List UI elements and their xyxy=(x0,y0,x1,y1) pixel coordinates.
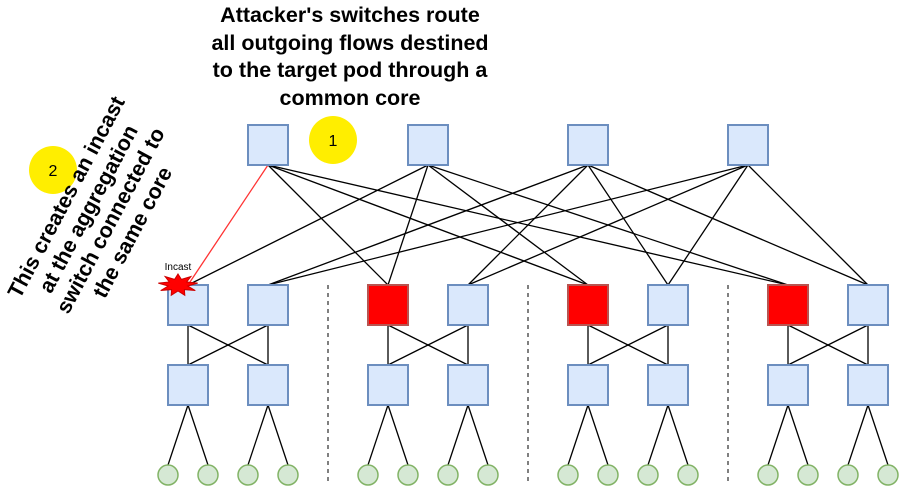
edge-switch xyxy=(767,364,809,406)
host xyxy=(597,464,619,486)
edge-switch xyxy=(647,364,689,406)
aggregation-switch xyxy=(647,284,689,326)
core-switch-4 xyxy=(727,124,769,166)
host xyxy=(757,464,779,486)
edge-host-link xyxy=(767,404,789,466)
host xyxy=(877,464,899,486)
edge-host-link xyxy=(467,404,489,466)
title-line-2: all outgoing flows destined xyxy=(211,30,489,55)
attacker-aggregation-switch xyxy=(767,284,809,326)
attacker-aggregation-switch xyxy=(367,284,409,326)
edge-host-link xyxy=(187,404,209,466)
edge-switch xyxy=(367,364,409,406)
core-agg-link xyxy=(667,164,749,286)
diagram-title: Attacker's switches route all outgoing f… xyxy=(180,2,520,112)
core-switch-1 xyxy=(247,124,289,166)
aggregation-switch xyxy=(447,284,489,326)
edge-host-link xyxy=(667,404,689,466)
edge-switch xyxy=(567,364,609,406)
edge-switch xyxy=(847,364,889,406)
core-agg-link xyxy=(267,164,389,286)
core-agg-link xyxy=(587,164,869,286)
core-agg-link xyxy=(187,164,429,286)
host xyxy=(197,464,219,486)
edge-host-link xyxy=(167,404,189,466)
host xyxy=(477,464,499,486)
host xyxy=(837,464,859,486)
attacker-aggregation-switch xyxy=(567,284,609,326)
core-agg-link xyxy=(587,164,669,286)
title-line-4: common core xyxy=(279,85,421,110)
step-marker-1-label: 1 xyxy=(329,133,338,150)
aggregation-switch xyxy=(847,284,889,326)
agg-edge-link xyxy=(387,324,469,366)
agg-edge-link xyxy=(587,324,669,366)
agg-edge-link xyxy=(187,324,269,366)
host xyxy=(677,464,699,486)
host xyxy=(557,464,579,486)
edge-host-link xyxy=(867,404,889,466)
title-line-1: Attacker's switches route xyxy=(220,3,480,27)
edge-host-link xyxy=(267,404,289,466)
edge-switch xyxy=(447,364,489,406)
edge-host-link xyxy=(587,404,609,466)
edge-host-link xyxy=(387,404,409,466)
step-marker-2-label: 2 xyxy=(49,163,58,180)
host xyxy=(357,464,379,486)
core-agg-link xyxy=(467,164,589,286)
core-agg-link xyxy=(267,164,749,286)
agg-edge-link xyxy=(787,324,869,366)
step-marker-1 xyxy=(309,116,357,164)
incast-burst-icon xyxy=(158,273,198,297)
host xyxy=(437,464,459,486)
host xyxy=(157,464,179,486)
edge-switch xyxy=(247,364,289,406)
title-line-3: to the target pod through a xyxy=(212,58,488,82)
host xyxy=(277,464,299,486)
core-agg-link xyxy=(747,164,869,286)
edge-host-link xyxy=(447,404,469,466)
core-agg-link xyxy=(387,164,429,286)
core-switch-2 xyxy=(407,124,449,166)
aggregation-switch xyxy=(247,284,289,326)
host xyxy=(237,464,259,486)
incast-label: Incast xyxy=(165,262,192,273)
host xyxy=(797,464,819,486)
core-agg-link xyxy=(267,164,589,286)
step-marker-2 xyxy=(29,146,77,194)
edge-host-link xyxy=(847,404,869,466)
edge-host-link xyxy=(367,404,389,466)
edge-host-link xyxy=(787,404,809,466)
host xyxy=(637,464,659,486)
core-switch-3 xyxy=(567,124,609,166)
incast-link xyxy=(187,164,269,286)
edge-host-link xyxy=(247,404,269,466)
edge-host-link xyxy=(567,404,589,466)
edge-switch xyxy=(167,364,209,406)
host xyxy=(397,464,419,486)
edge-host-link xyxy=(647,404,669,466)
core-agg-link xyxy=(467,164,749,286)
